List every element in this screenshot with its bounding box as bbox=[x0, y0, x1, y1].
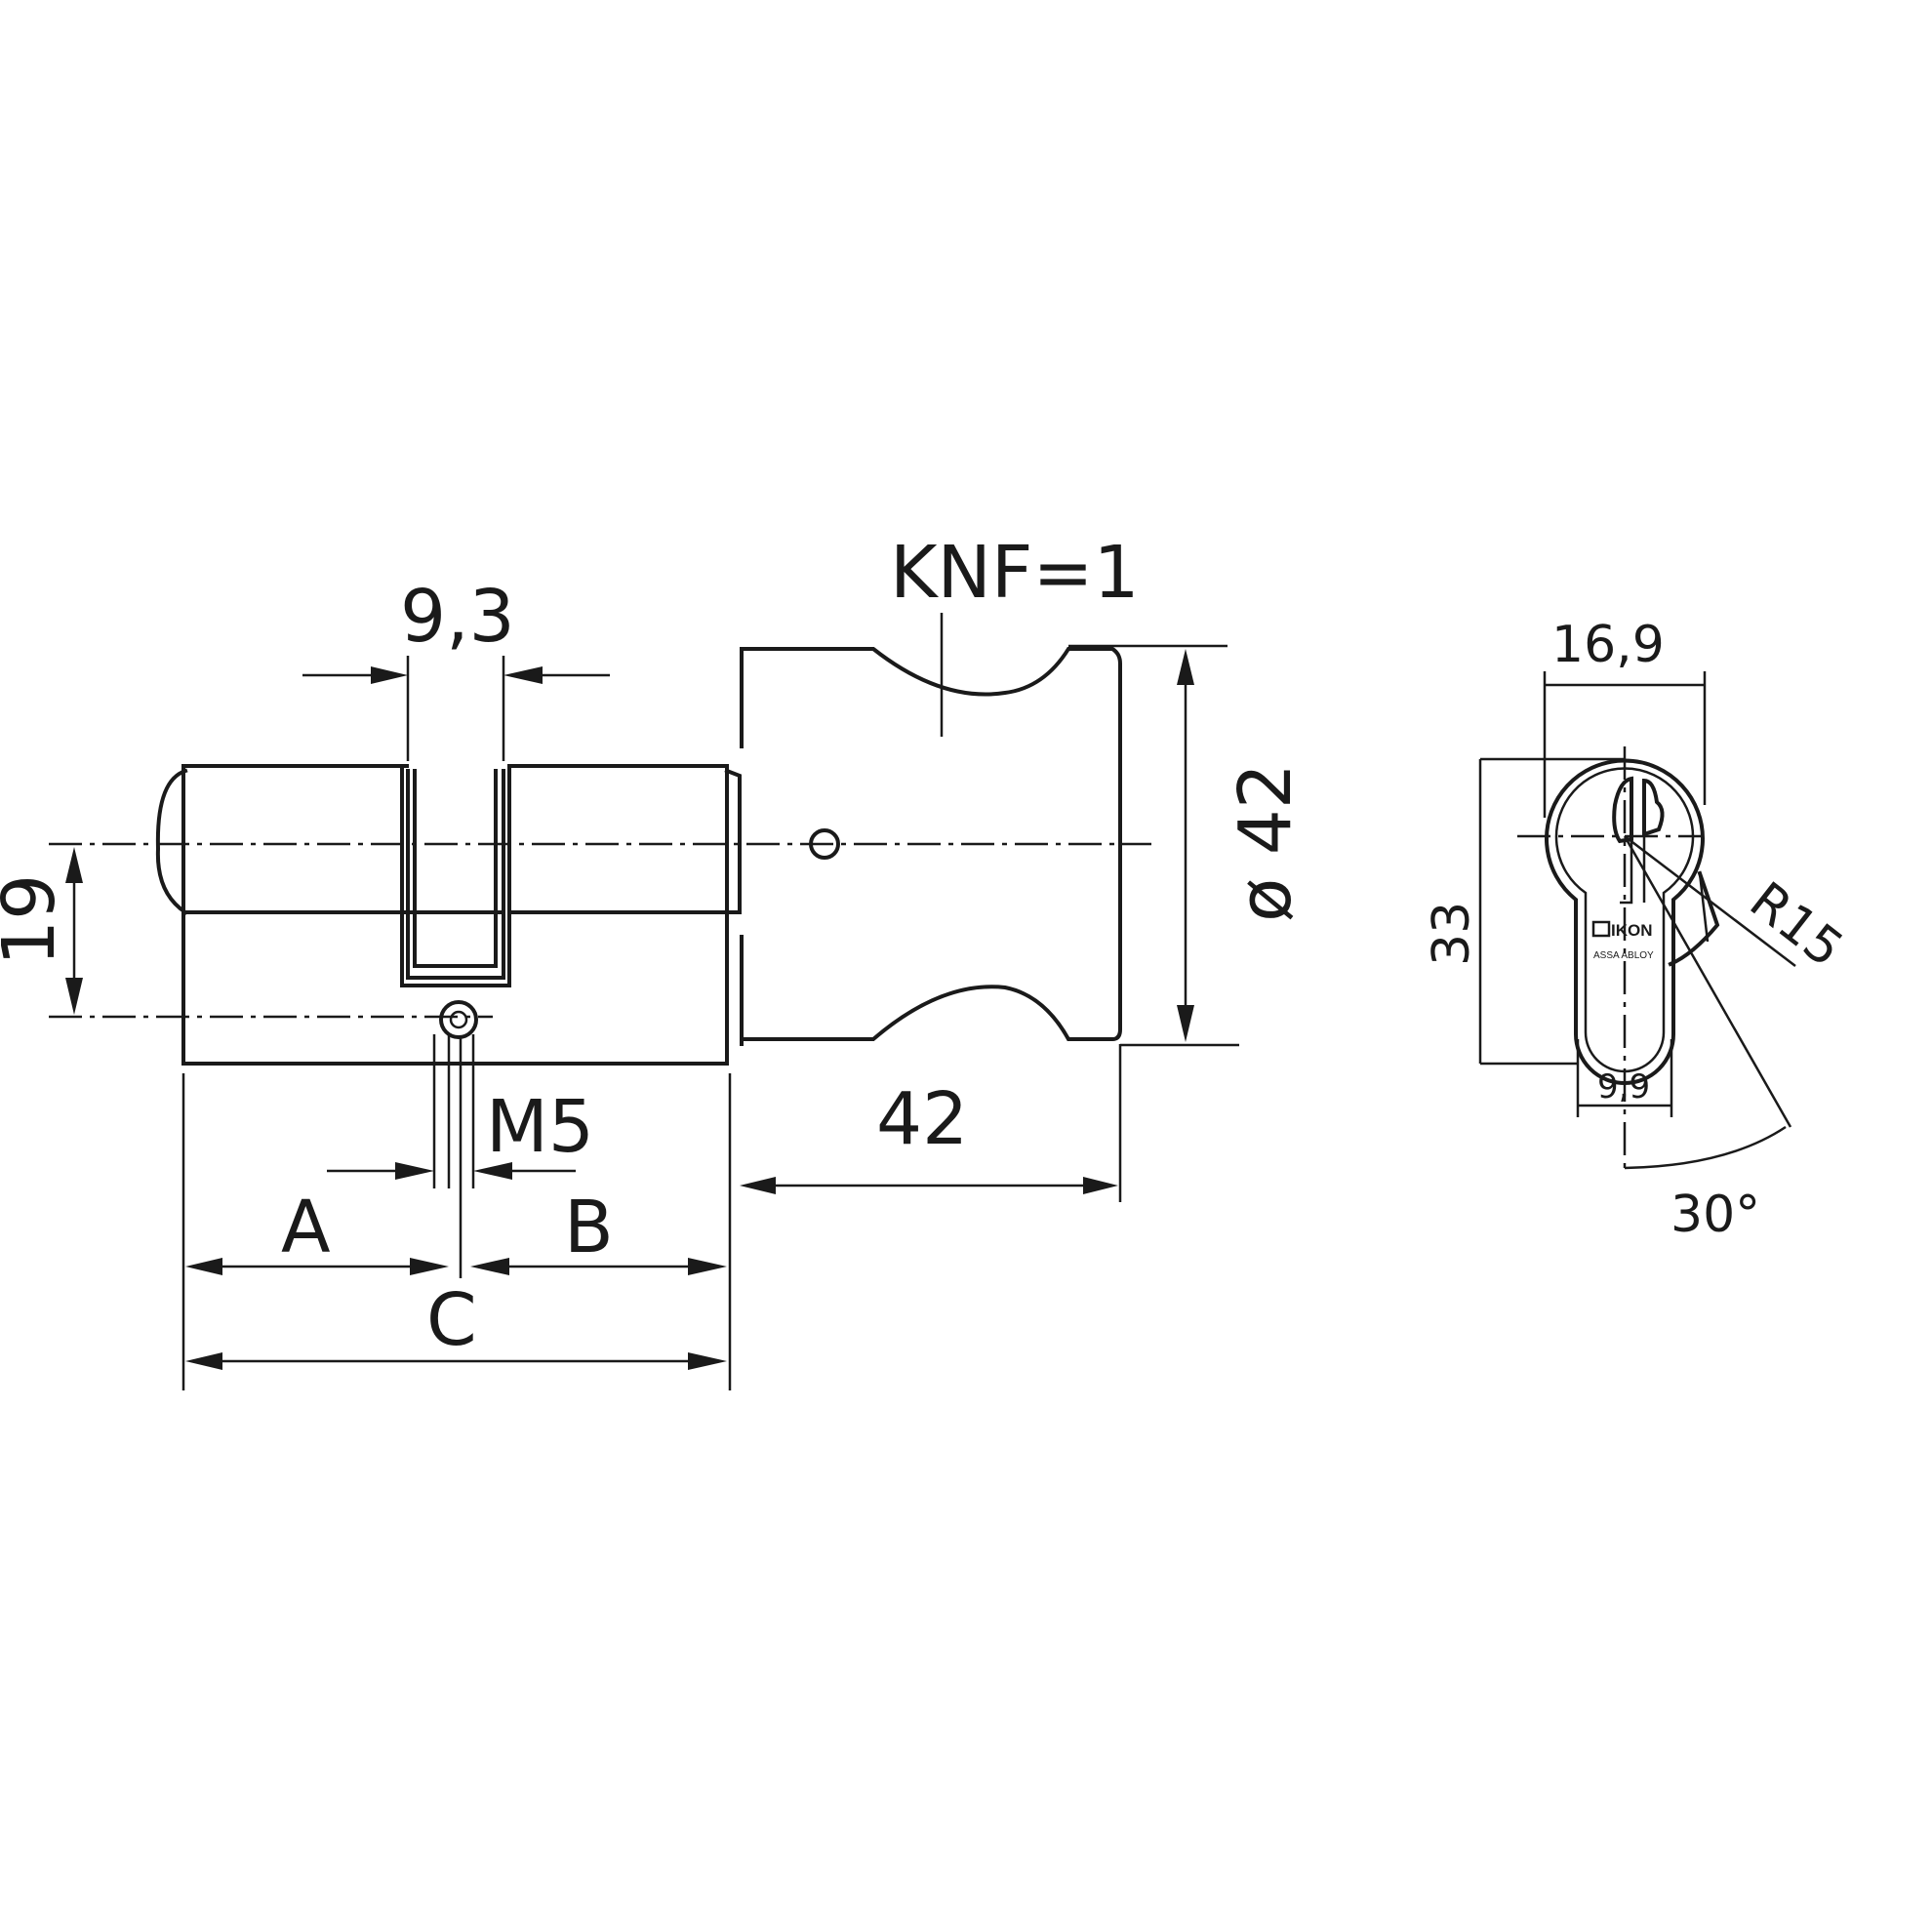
cylinder-body bbox=[155, 764, 742, 1066]
label-screw: M5 bbox=[486, 1085, 594, 1169]
dim-knob-length bbox=[740, 1044, 1122, 1202]
logo-brand: IKON bbox=[1611, 921, 1653, 940]
label-dim-a: A bbox=[281, 1186, 331, 1269]
knob bbox=[740, 647, 1122, 1046]
dim-cam bbox=[1623, 835, 1796, 1170]
dim-profile-height bbox=[1478, 757, 1625, 1066]
label-knob-width: 9,3 bbox=[400, 575, 515, 659]
dim-knob-diameter bbox=[1068, 644, 1239, 1047]
dim-knob-width bbox=[302, 656, 610, 761]
dim-screw bbox=[327, 1034, 576, 1278]
label-center-height: 19 bbox=[0, 874, 71, 966]
cam-slot bbox=[400, 764, 511, 987]
dim-profile-width bbox=[1543, 671, 1707, 818]
label-knob-spec: KNF=1 bbox=[890, 531, 1140, 615]
label-cam-radius: R15 bbox=[1739, 871, 1854, 979]
profile-view: IKON ASSA ABLOY bbox=[1545, 758, 1720, 1085]
label-knob-diameter: ø 42 bbox=[1224, 763, 1308, 922]
label-dim-b: B bbox=[564, 1186, 614, 1269]
label-profile-height: 33 bbox=[1423, 902, 1481, 966]
dim-profile-bottom bbox=[1576, 1039, 1673, 1117]
label-profile-bottom: 9,9 bbox=[1597, 1067, 1650, 1107]
logo-sub: ASSA ABLOY bbox=[1593, 950, 1654, 961]
dim-abc bbox=[181, 1073, 732, 1390]
dim-center-height bbox=[65, 847, 83, 1015]
label-dim-c: C bbox=[426, 1278, 477, 1362]
label-knob-length: 42 bbox=[876, 1077, 968, 1161]
label-profile-width: 16,9 bbox=[1551, 616, 1665, 674]
label-cam-angle: 30° bbox=[1670, 1186, 1760, 1244]
screw-hole bbox=[439, 1000, 478, 1039]
